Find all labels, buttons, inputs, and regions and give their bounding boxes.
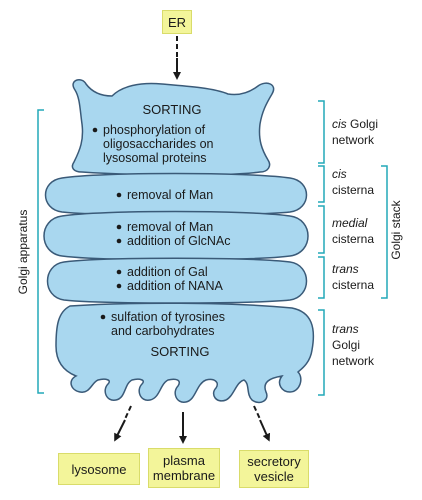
cis-golgi-network-label: cis Golgi [332,117,378,131]
lysosome-box: lysosome [58,453,140,485]
golgi-stack-label: Golgi stack [389,199,403,259]
trans-golgi-network-label-line2: Golgi [332,338,360,352]
cis-golgi-sorting-title: SORTING [143,102,202,117]
trans-cisterna-label-line2: cisterna [332,278,374,292]
cis-golgi-network-label-line2: network [332,133,375,147]
cis-golgi-network-bracket [318,100,325,164]
bullet-icon [92,127,98,133]
bullet-icon [116,269,122,275]
lysosome-arrow [114,405,132,442]
golgi-apparatus-label: Golgi apparatus [16,210,30,295]
secretory-vesicle-arrow [253,405,271,442]
lysosome-label: lysosome [71,461,127,477]
secretory-vesicle-box: secretory vesicle [239,450,309,488]
cis-cisterna-shape [44,172,308,216]
trans-golgi-item-1: sulfation of tyrosines [111,310,225,324]
medial-cisterna-item-2: addition of GlcNAc [127,234,231,248]
bullet-icon [100,314,106,320]
cis-golgi-item-2: oligosaccharides on [103,137,214,151]
golgi-apparatus-bracket [37,109,44,394]
cis-golgi-network-label-rest: Golgi [347,117,378,131]
trans-cisterna-item-1: addition of Gal [127,265,208,279]
cis-cisterna-item-1: removal of Man [127,188,213,202]
medial-cisterna-shape [43,210,309,261]
er-label: ER [167,14,187,30]
bullet-icon [116,224,122,230]
golgi-stack-bracket [381,165,388,299]
trans-cisterna-label: trans [332,262,359,276]
plasma-membrane-label: plasma membrane [152,453,216,483]
cis-cisterna-bracket [318,165,325,203]
cis-golgi-item-1: phosphorylation of [103,123,206,137]
trans-golgi-network-label-line3: network [332,354,375,368]
plasma-membrane-box: plasma membrane [148,448,220,488]
trans-cisterna-shape [46,257,308,304]
medial-cisterna-item-1: removal of Man [127,220,213,234]
trans-golgi-item-2: and carbohydrates [111,324,215,338]
trans-golgi-sorting-title: SORTING [151,344,210,359]
cis-golgi-item-3: lysosomal proteins [103,151,207,165]
trans-cisterna-item-2: addition of NANA [127,279,224,293]
trans-golgi-network-label: trans [332,322,359,336]
cis-cisterna-label: cis [332,167,347,181]
trans-golgi-network-bracket [318,309,325,396]
trans-golgi-network-shape [55,302,315,404]
medial-cisterna-bracket [318,205,325,254]
trans-cisterna-bracket [318,256,325,299]
bullet-icon [116,238,122,244]
secretory-vesicle-label: secretory vesicle [247,454,301,484]
medial-cisterna-label-line2: cisterna [332,232,374,246]
medial-cisterna-label: medial [332,216,368,230]
cis-golgi-network-label-italic: cis [332,117,347,131]
bullet-icon [116,192,122,198]
cis-golgi-network-shape [71,79,275,176]
bullet-icon [116,283,122,289]
cis-cisterna-label-line2: cisterna [332,183,374,197]
er-box: ER [162,10,192,34]
